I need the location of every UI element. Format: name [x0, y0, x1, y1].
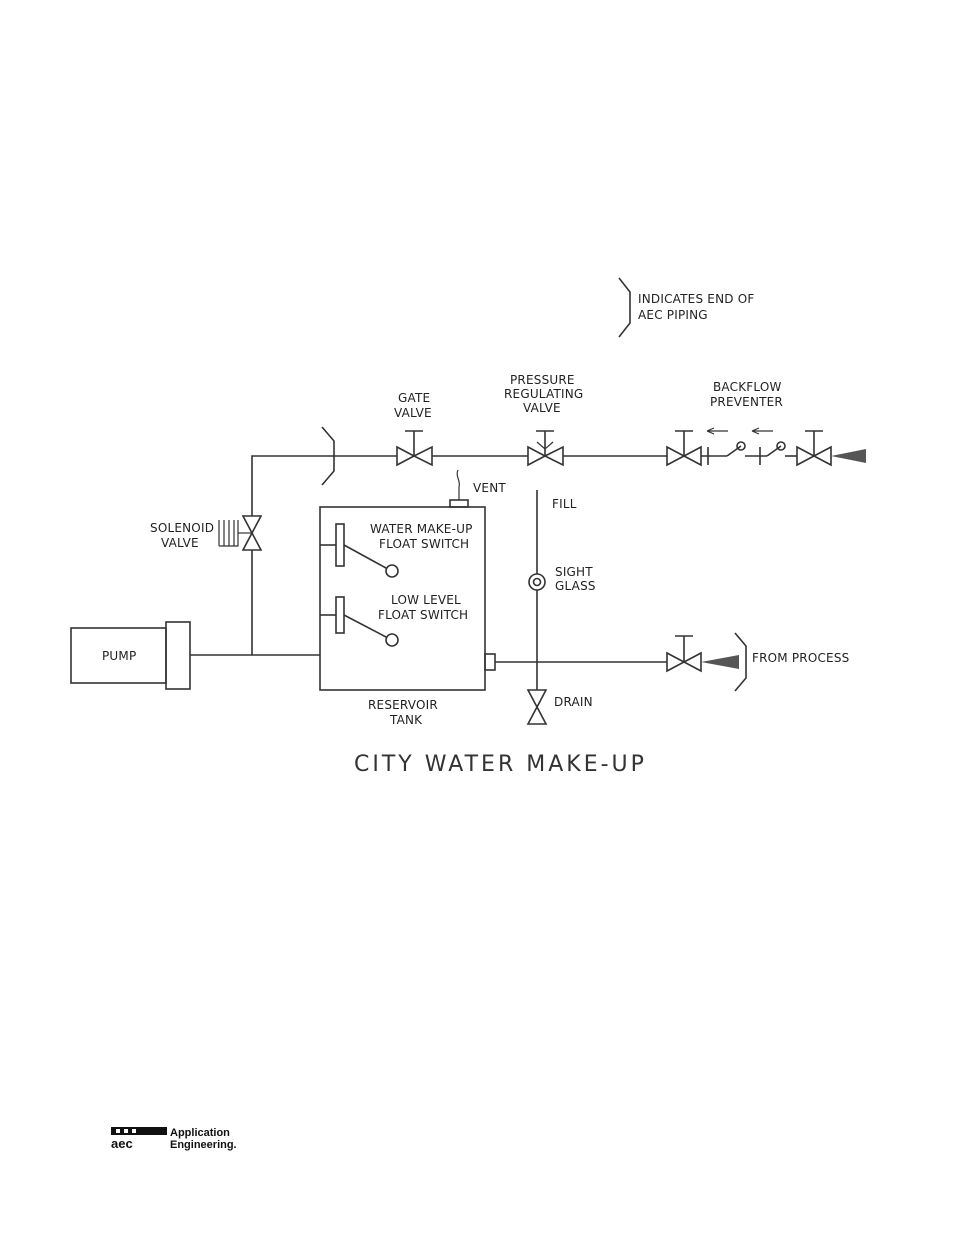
aec-logo: aec Application Engineering. — [111, 1127, 237, 1151]
tank-return-nozzle — [484, 653, 496, 671]
tank-label-2: TANK — [389, 713, 423, 727]
backflow-preventer-symbol — [666, 427, 832, 467]
low-level-float-switch-symbol — [320, 596, 399, 647]
gate-valve-symbol — [396, 430, 433, 467]
legend-line-1: INDICATES END OF — [638, 292, 754, 306]
end-of-piping-bracket-return — [734, 632, 747, 692]
from-process-label: FROM PROCESS — [752, 651, 849, 665]
drain-label: DRAIN — [554, 695, 593, 709]
sight-glass-label-1: SIGHT — [555, 565, 593, 579]
gate-valve-label-2: VALVE — [394, 406, 432, 420]
svg-text:Application: Application — [170, 1127, 230, 1139]
from-process-arrow — [701, 655, 739, 669]
end-of-piping-bracket-top — [321, 426, 335, 486]
end-of-piping-legend-symbol — [618, 277, 631, 338]
return-shutoff-valve-symbol — [666, 635, 702, 673]
vent-wire — [456, 469, 461, 500]
city-water-inlet-arrow — [831, 449, 866, 463]
solenoid-label-1: SOLENOID — [150, 521, 214, 535]
svg-text:aec: aec — [111, 1136, 133, 1151]
pressure-regulating-valve-symbol — [527, 430, 564, 467]
low-level-label-1: LOW LEVEL — [391, 593, 461, 607]
backflow-label-1: BACKFLOW — [713, 380, 782, 394]
pump-label: PUMP — [102, 649, 136, 663]
main-supply-pipe — [251, 455, 397, 655]
svg-text:Engineering.: Engineering. — [170, 1139, 237, 1151]
tank-vent-cap — [449, 499, 469, 508]
sight-glass-inner — [532, 577, 542, 587]
legend-line-2: AEC PIPING — [638, 308, 708, 322]
gate-valve-label-1: GATE — [398, 391, 430, 405]
water-makeup-label-1: WATER MAKE-UP — [370, 522, 473, 536]
prv-label-1: PRESSURE — [510, 373, 575, 387]
prv-label-2: REGULATING — [504, 387, 583, 401]
fill-label: FILL — [552, 497, 577, 511]
reservoir-tank — [319, 506, 486, 691]
solenoid-label-2: VALVE — [161, 536, 199, 550]
solenoid-valve-symbol — [218, 515, 263, 551]
pump-motor-flange — [165, 621, 191, 690]
vent-label: VENT — [473, 481, 506, 495]
backflow-label-2: PREVENTER — [710, 395, 783, 409]
low-level-label-2: FLOAT SWITCH — [378, 608, 468, 622]
sight-glass-label-2: GLASS — [555, 579, 596, 593]
diagram-title: CITY WATER MAKE-UP — [354, 752, 647, 777]
drain-valve-symbol — [526, 689, 548, 725]
water-makeup-label-2: FLOAT SWITCH — [379, 537, 469, 551]
prv-label-3: VALVE — [523, 401, 561, 415]
water-makeup-float-switch-symbol — [320, 523, 399, 578]
sight-glass-outer — [528, 573, 546, 591]
tank-label-1: RESERVOIR — [368, 698, 438, 712]
